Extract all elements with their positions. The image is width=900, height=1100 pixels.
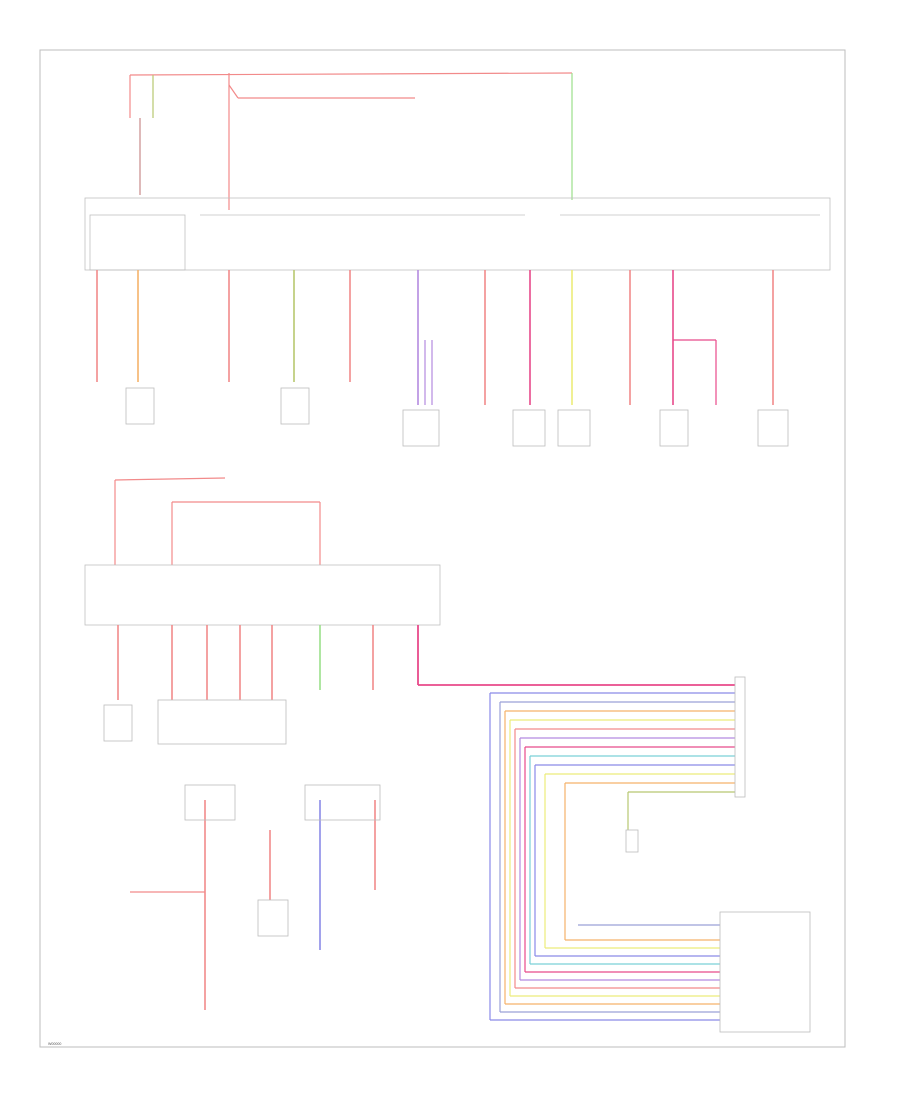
- battery-feed: [129, 72, 573, 210]
- middle-components: [103, 699, 287, 745]
- lower-left-circuits: [130, 800, 376, 1010]
- diagram-id-code: W00000: [48, 1042, 61, 1046]
- seat-switch-harness: [489, 692, 735, 1021]
- seat-switch-connector: [625, 676, 811, 1033]
- upper-components: [125, 387, 789, 447]
- fuse-box-upper: [84, 197, 831, 271]
- fuse-box-lower: [84, 564, 441, 626]
- diagram-border: [39, 49, 846, 1048]
- middle-feed: [114, 477, 321, 565]
- lower-left-components: [184, 784, 381, 937]
- middle-circuit-wires: [117, 625, 735, 700]
- upper-circuit-wires: [96, 270, 774, 405]
